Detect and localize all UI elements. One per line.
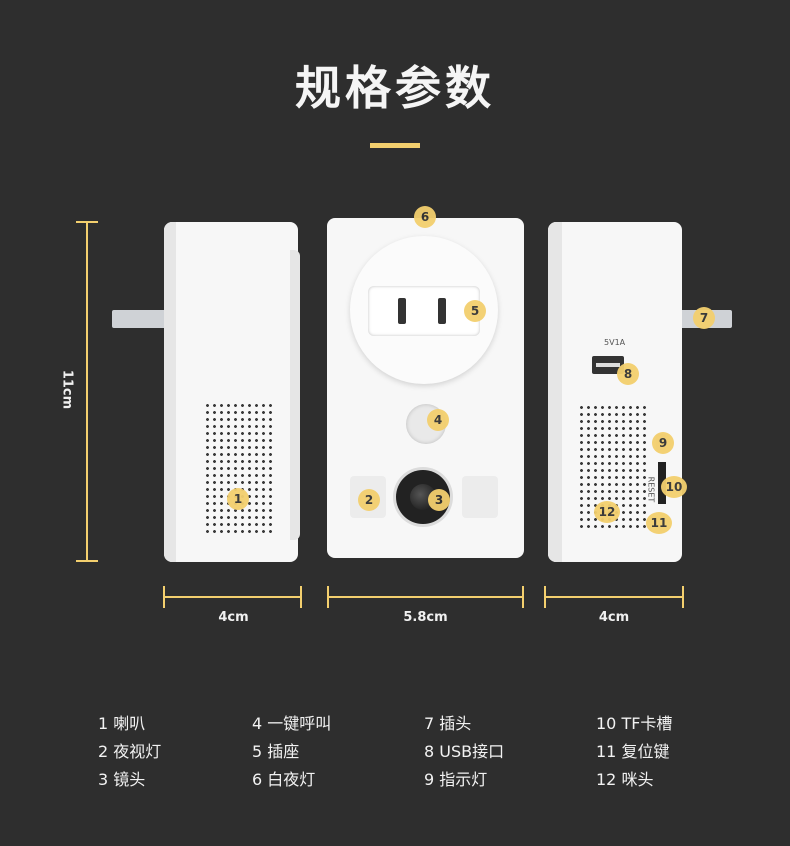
usb-spec-label: 5V1A	[604, 338, 626, 347]
callout-badge: 1	[227, 488, 249, 510]
right-width-line	[544, 596, 684, 598]
right-width-cap-start	[544, 586, 546, 608]
right-device-edge	[548, 222, 562, 562]
front-width-cap-end	[522, 586, 524, 608]
legend-item: 2 夜视灯	[98, 742, 162, 761]
front-width-label: 5.8cm	[403, 610, 448, 625]
callout-badge: 6	[414, 206, 436, 228]
callout-badge: 11	[646, 512, 672, 534]
left-device-edge	[164, 222, 176, 562]
left-width-label: 4cm	[218, 610, 249, 625]
legend-item: 8 USB接口	[424, 742, 505, 761]
left-width-cap-end	[300, 586, 302, 608]
title-underline	[370, 143, 420, 148]
callout-badge: 2	[358, 489, 380, 511]
socket-face	[368, 286, 480, 336]
night-vision-light-right	[462, 476, 498, 518]
legend-item: 6 白夜灯	[252, 770, 316, 789]
front-width-line	[327, 596, 524, 598]
height-dimension-cap-bottom	[76, 560, 98, 562]
reset-label: RESET	[646, 476, 656, 503]
callout-badge: 3	[428, 489, 450, 511]
legend-item: 1 喇叭	[98, 714, 146, 733]
legend-item: 12 咪头	[596, 770, 654, 789]
left-width-line	[163, 596, 302, 598]
callout-badge: 4	[427, 409, 449, 431]
usb-port-tongue	[596, 363, 620, 367]
legend-item: 9 指示灯	[424, 770, 488, 789]
page-title: 规格参数	[295, 61, 495, 115]
height-dimension-label: 11cm	[59, 369, 75, 410]
height-dimension-cap-top	[76, 221, 98, 223]
legend-item: 11 复位键	[596, 742, 670, 761]
callout-badge: 5	[464, 300, 486, 322]
legend-item: 5 插座	[252, 742, 300, 761]
plug-prong-left	[112, 310, 166, 328]
left-width-cap-start	[163, 586, 165, 608]
left-device-edge-right	[290, 250, 300, 540]
legend-item: 4 一键呼叫	[252, 714, 332, 733]
callout-badge: 7	[693, 307, 715, 329]
legend-item: 7 插头	[424, 714, 472, 733]
height-dimension-line	[86, 221, 88, 561]
callout-badge: 12	[594, 501, 620, 523]
legend-item: 10 TF卡槽	[596, 714, 673, 733]
socket-slot-left	[398, 298, 406, 324]
callout-badge: 9	[652, 432, 674, 454]
front-width-cap-start	[327, 586, 329, 608]
callout-badge: 8	[617, 363, 639, 385]
socket-slot-right	[438, 298, 446, 324]
callout-badge: 10	[661, 476, 687, 498]
speaker-grille-left	[204, 402, 274, 534]
right-width-cap-end	[682, 586, 684, 608]
right-width-label: 4cm	[598, 610, 630, 625]
legend-item: 3 镜头	[98, 770, 146, 789]
